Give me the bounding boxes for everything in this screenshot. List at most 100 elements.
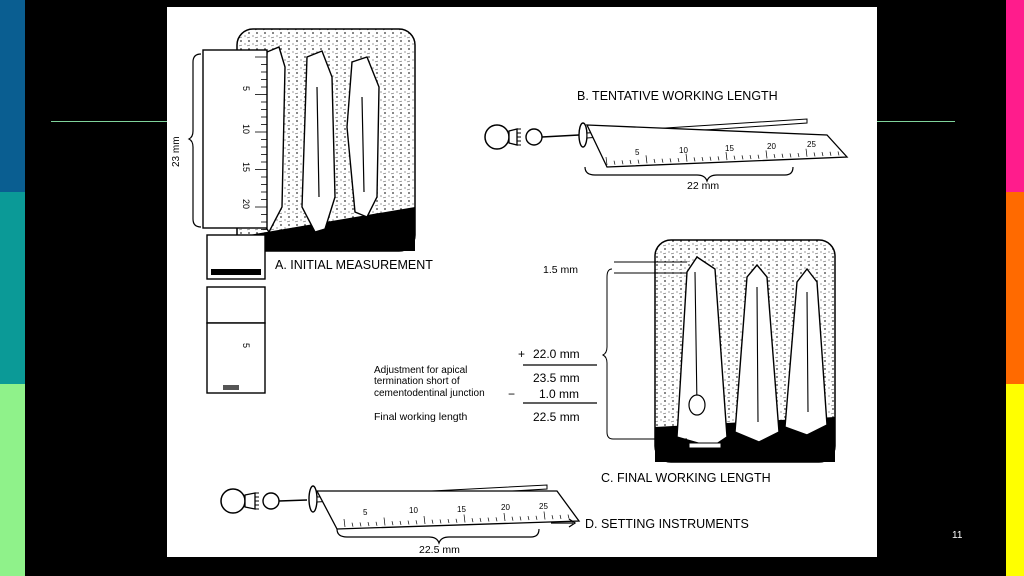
ruler-tick-mark	[781, 153, 784, 158]
figure-panel: 5 10 15 20 5 23 mm A. INITIAL MEASUREMEN…	[167, 7, 877, 557]
ruler-tick-mark	[741, 155, 744, 160]
ruler-tick-mark	[551, 515, 554, 520]
calc-line1-prefix: +	[518, 347, 525, 361]
measure-22-5mm-label: 22.5 mm	[419, 544, 460, 556]
tooth-illustration-c	[654, 239, 836, 463]
ruler-tick-mark	[543, 511, 546, 520]
ruler-tick-mark	[829, 151, 832, 156]
calc-line2-value: 23.5 mm	[533, 371, 580, 385]
ruler-tick-mark	[693, 157, 696, 162]
ruler-tick-mark	[773, 153, 776, 159]
ruler-tick-mark	[789, 153, 792, 158]
left-stripe-middle	[0, 192, 25, 384]
ruler-b-tick-15: 15	[725, 144, 734, 153]
ruler-tick-mark	[535, 515, 538, 520]
ruler-tick-mark	[351, 522, 354, 527]
calc-line3-value: 1.0 mm	[539, 387, 579, 401]
panel-c: 1.5 mm + 22.0 mm Adjustment for apical t…	[374, 239, 836, 485]
offset-1-5mm-label: 1.5 mm	[543, 264, 578, 276]
panel-a-label: A. INITIAL MEASUREMENT	[275, 258, 433, 272]
ruler-tick-mark	[653, 158, 656, 164]
ruler-tick-mark	[503, 512, 506, 522]
ruler-tick-mark	[511, 516, 514, 521]
divider-line-left	[51, 121, 167, 122]
slide-number: 11	[952, 530, 963, 541]
ruler-tick-mark	[527, 516, 530, 521]
ruler-a-tick-5: 5	[241, 86, 251, 91]
ruler-tick-mark	[749, 154, 752, 160]
ruler-tick-mark	[645, 155, 648, 164]
ruler-a-lower-tick: 5	[241, 343, 251, 348]
right-stripe-middle	[1006, 192, 1024, 384]
ruler-tick-mark	[447, 519, 450, 524]
ruler-tick-mark	[717, 156, 720, 161]
ruler-b-tick-10: 10	[679, 146, 688, 155]
left-stripe-top	[0, 0, 25, 192]
ruler-tick-mark	[621, 160, 624, 165]
ruler-tick-mark	[407, 520, 410, 525]
ruler-tick-mark	[343, 518, 346, 528]
ruler-tick-mark	[375, 521, 378, 526]
ruler-tick-mark	[495, 517, 498, 522]
measure-bracket-b	[584, 166, 794, 183]
adjustment-text-3: cementodentinal junction	[374, 388, 485, 399]
right-stripe-top	[1006, 0, 1024, 192]
ruler-tick-mark	[757, 154, 760, 159]
calc-line3-prefix: −	[508, 387, 515, 401]
ruler-d-tick-15: 15	[457, 505, 466, 514]
ruler-tick-mark	[431, 519, 434, 524]
ruler-tick-mark	[661, 158, 664, 163]
ruler-tick-mark	[733, 155, 736, 160]
ruler-d: 5 10 15 20 25	[315, 490, 581, 530]
calc-line1-value: 22.0 mm	[533, 347, 580, 361]
adjustment-text-2: termination short of	[374, 376, 460, 387]
ruler-tick-mark	[479, 517, 482, 522]
ruler-tick-mark	[701, 156, 704, 162]
measure-bracket-d	[336, 528, 540, 545]
guide-lines-c	[601, 261, 687, 440]
ruler-tick-mark	[797, 152, 800, 158]
working-length-calculation: + 22.0 mm Adjustment for apical terminat…	[374, 347, 597, 424]
ruler-tick-mark	[423, 515, 426, 525]
ruler-tick-mark	[567, 514, 570, 519]
ruler-d-tick-5: 5	[363, 508, 368, 517]
ruler-tick-mark	[669, 158, 672, 163]
panel-d: 5 10 15 20 25 22.5 mm D. SETTING INSTRUM…	[220, 484, 749, 556]
ruler-tick-mark	[359, 522, 362, 527]
ruler-d-tick-25: 25	[539, 502, 548, 511]
ruler-b-tick-5: 5	[635, 148, 640, 157]
divider-line-right	[877, 121, 955, 122]
right-stripe-bottom	[1006, 384, 1024, 576]
measure-22mm-label: 22 mm	[687, 180, 719, 192]
ruler-tick-mark	[605, 156, 608, 166]
ruler-tick-mark	[709, 156, 712, 161]
working-length-diagram: 5 10 15 20 5 23 mm A. INITIAL MEASUREMEN…	[171, 28, 849, 556]
measure-23mm-label: 23 mm	[171, 136, 182, 167]
ruler-d-tick-20: 20	[501, 503, 510, 512]
adjustment-text-1: Adjustment for apical	[374, 365, 467, 376]
ruler-tick-mark	[415, 520, 418, 525]
ruler-tick-mark	[383, 517, 386, 526]
ruler-a-tick-15: 15	[241, 162, 251, 172]
ruler-tick-mark	[439, 519, 442, 524]
ruler-tick-mark	[821, 152, 824, 157]
left-stripe-bottom	[0, 384, 25, 576]
ruler-tick-mark	[837, 151, 840, 156]
instrument-handle-a: 5	[206, 234, 266, 394]
ruler-tick-mark	[677, 157, 680, 163]
ruler-tick-mark	[471, 518, 474, 523]
ruler-b: 5 10 15 20 25	[585, 124, 849, 168]
panel-b: B. TENTATIVE WORKING LENGTH 5 10 15 20 2…	[484, 89, 849, 192]
arrow-d	[551, 518, 577, 528]
ruler-a-tick-20: 20	[241, 199, 251, 209]
ruler-b-tick-25: 25	[807, 140, 816, 149]
ruler-tick-mark	[637, 159, 640, 164]
panel-a: 5 10 15 20 5 23 mm A. INITIAL MEASUREMEN…	[171, 28, 433, 394]
ruler-tick-mark	[455, 518, 458, 523]
measure-bracket-a	[187, 53, 202, 228]
panel-c-label: C. FINAL WORKING LENGTH	[601, 471, 771, 485]
ruler-tick-mark	[805, 148, 808, 157]
ruler-b-tick-20: 20	[767, 142, 776, 151]
ruler-tick-mark	[765, 150, 768, 159]
ruler-tick-mark	[399, 520, 402, 525]
